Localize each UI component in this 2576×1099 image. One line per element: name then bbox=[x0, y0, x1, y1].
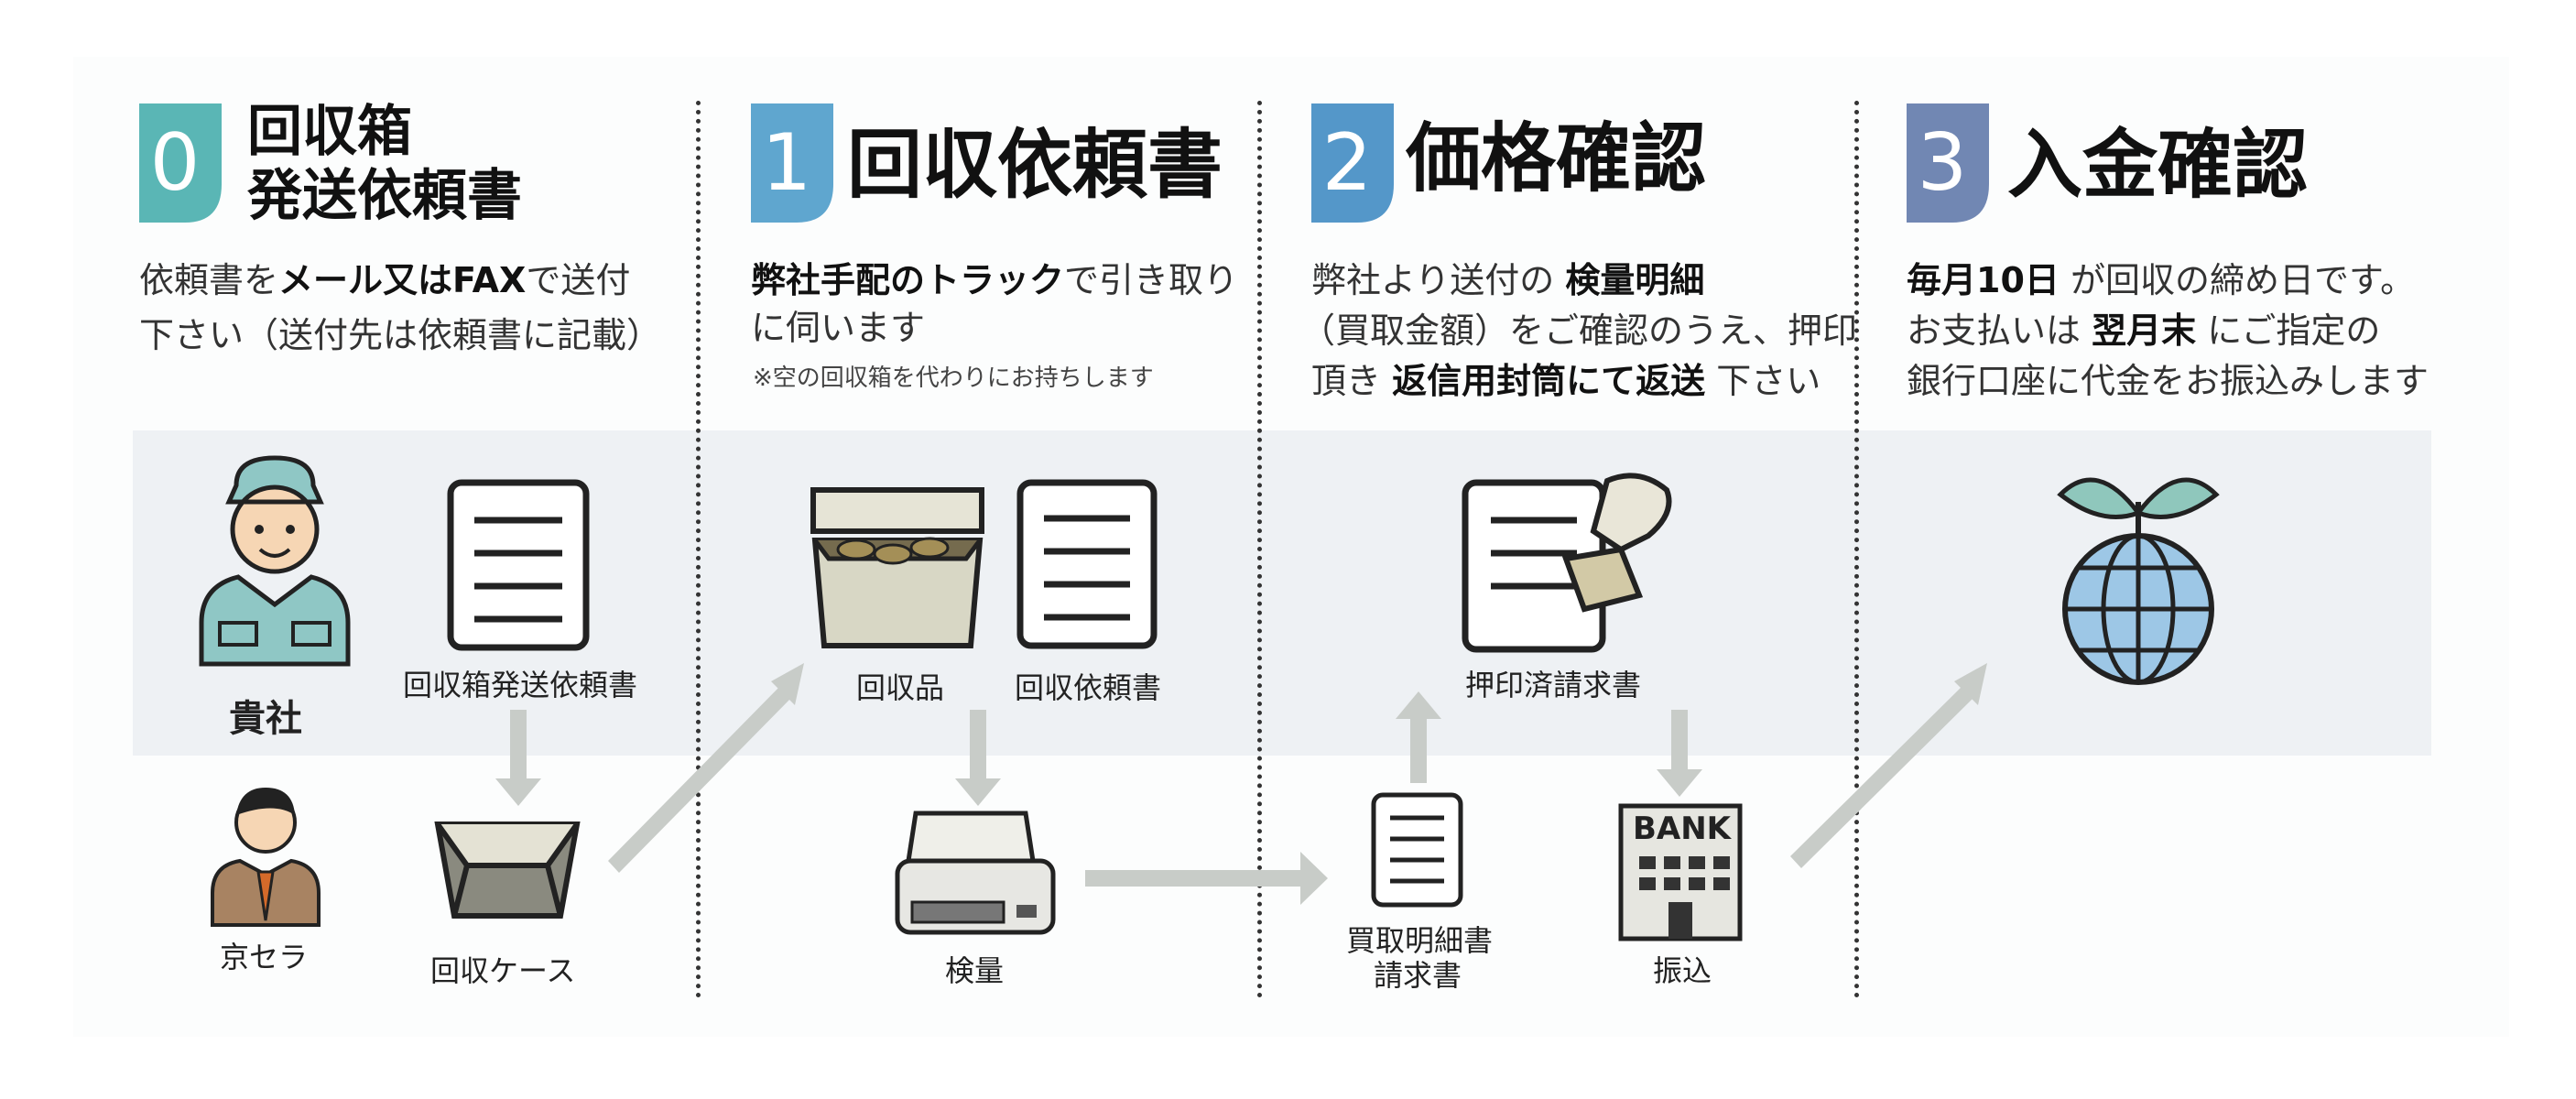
step-3-number: 3 bbox=[1917, 117, 1968, 209]
step-3-title: 入金確認 bbox=[2007, 122, 2309, 209]
step-2-desc-line-1: 弊社より送付の 検量明細 bbox=[1311, 260, 1705, 300]
label-stamped-invoice: 押印済請求書 bbox=[1465, 668, 1642, 702]
step-1-desc-line-2: に伺います bbox=[751, 308, 926, 348]
step-2-title: 価格確認 bbox=[1406, 115, 1707, 202]
step-1-badge: 1 bbox=[751, 103, 833, 223]
stamped-invoice-icon bbox=[1462, 473, 1672, 653]
label-weighing: 検量 bbox=[945, 953, 1005, 988]
collection-case-icon bbox=[434, 822, 581, 919]
collected-items-icon bbox=[810, 487, 984, 648]
step-3-desc-line-2: お支払いは 翌月末 にご指定の bbox=[1907, 310, 2381, 351]
label-request-form: 回収箱発送依頼書 bbox=[403, 668, 638, 702]
label-bank: BANK bbox=[1633, 811, 1732, 847]
step-0-desc-line-1: 依頼書をメール又はFAXで送付 bbox=[139, 260, 631, 300]
label-purchase-statement-1: 買取明細書 bbox=[1346, 923, 1494, 958]
bank-icon bbox=[1618, 803, 1743, 941]
label-transfer: 振込 bbox=[1653, 953, 1712, 988]
globe-sprout-icon bbox=[2057, 477, 2220, 685]
scale-icon bbox=[895, 811, 1056, 935]
label-kyocera: 京セラ bbox=[220, 940, 309, 974]
worker-icon bbox=[199, 455, 351, 667]
step-2-badge: 2 bbox=[1311, 103, 1394, 223]
kyocera-person-icon bbox=[211, 788, 321, 927]
purchase-statement-icon bbox=[1371, 792, 1463, 908]
divider-3 bbox=[1854, 101, 1859, 998]
flow-arrows bbox=[495, 663, 1987, 905]
label-collection-case: 回収ケース bbox=[430, 953, 576, 988]
step-3-desc-line-1: 毎月10日 が回収の締め日です。 bbox=[1907, 260, 2416, 300]
step-0-title-line-2: 発送依頼書 bbox=[247, 164, 522, 228]
label-your-company: 貴社 bbox=[229, 698, 302, 740]
step-1-title: 回収依頼書 bbox=[847, 122, 1223, 209]
step-1-note: ※空の回収箱を代わりにお持ちします bbox=[753, 365, 1154, 392]
step-0-desc-line-2: 下さい（送付先は依頼書に記載） bbox=[139, 315, 662, 355]
step-2-desc-line-2: （買取金額）をご確認のうえ、押印 bbox=[1300, 310, 1858, 351]
collection-request-icon bbox=[1016, 479, 1158, 649]
step-1-desc-line-1: 弊社手配のトラックで引き取り bbox=[751, 260, 1239, 300]
divider-2 bbox=[1257, 101, 1262, 998]
step-1-number: 1 bbox=[761, 117, 812, 209]
label-collection-request: 回収依頼書 bbox=[1015, 670, 1162, 705]
label-purchase-statement-2: 請求書 bbox=[1374, 958, 1462, 993]
step-2-desc-line-3: 頂き 返信用封筒にて返送 下さい bbox=[1311, 361, 1821, 401]
step-2-number: 2 bbox=[1321, 117, 1373, 209]
request-form-icon bbox=[447, 479, 590, 651]
step-0-title-line-1: 回収箱 bbox=[247, 100, 412, 164]
step-3-badge: 3 bbox=[1907, 103, 1989, 223]
step-0-badge: 0 bbox=[139, 103, 222, 223]
step-0-number: 0 bbox=[149, 117, 201, 209]
divider-1 bbox=[696, 101, 701, 998]
step-3-desc-line-3: 銀行口座に代金をお振込みします bbox=[1907, 361, 2429, 401]
label-collected-items: 回収品 bbox=[856, 670, 945, 705]
